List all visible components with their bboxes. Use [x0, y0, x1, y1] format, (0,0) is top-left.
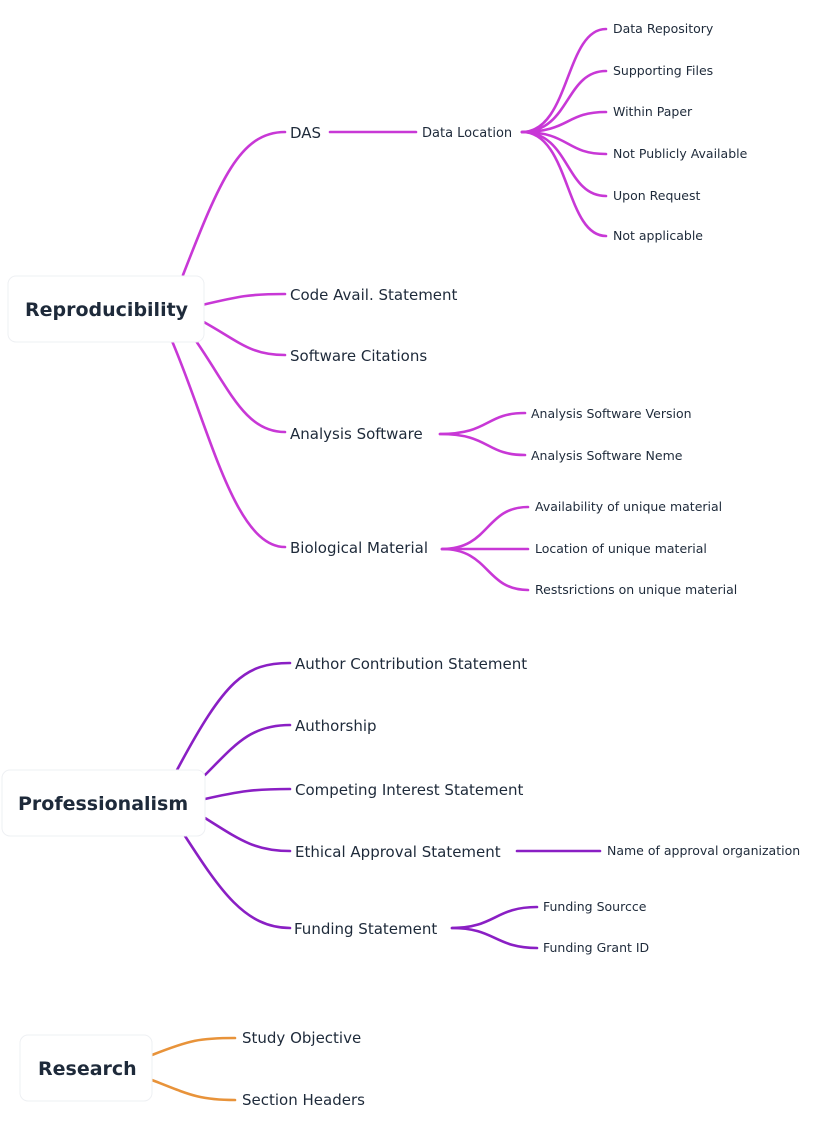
link-research-section-headers: [150, 1078, 237, 1102]
node-data-location-item[interactable]: Not Publicly Available: [613, 146, 748, 161]
node-ethical-approval-statement[interactable]: Ethical Approval Statement: [295, 843, 501, 861]
root-node-research[interactable]: Research: [19, 1034, 153, 1102]
link-pro-competing: [203, 787, 292, 801]
node-data-location-item[interactable]: Not applicable: [613, 228, 703, 243]
node-software-citations[interactable]: Software Citations: [290, 347, 427, 365]
link-pro-ethical: [203, 816, 292, 853]
link-analysis-1: [438, 411, 527, 436]
node-funding-statement[interactable]: Funding Statement: [294, 920, 437, 938]
node-analysis-software[interactable]: Analysis Software: [290, 425, 423, 443]
root-label: Research: [38, 1058, 137, 1080]
root-node-professionalism[interactable]: Professionalism: [1, 769, 206, 837]
root-label: Professionalism: [18, 793, 188, 815]
node-funding-item[interactable]: Funding Grant ID: [543, 940, 649, 955]
link-funding-2: [450, 926, 539, 950]
link-repro-analysis: [194, 339, 287, 434]
node-data-location-item[interactable]: Data Repository: [613, 21, 714, 36]
node-funding-item[interactable]: Funding Sourcce: [543, 899, 647, 914]
node-competing-interest-statement[interactable]: Competing Interest Statement: [295, 781, 523, 799]
node-biological-material-item[interactable]: Restsrictions on unique material: [535, 582, 737, 597]
node-biological-material[interactable]: Biological Material: [290, 539, 428, 557]
node-approval-organization[interactable]: Name of approval organization: [607, 843, 800, 858]
link-funding-1: [450, 905, 539, 930]
node-data-location-item[interactable]: Supporting Files: [613, 63, 713, 78]
link-bio-1: [440, 505, 530, 551]
link-repro-software-citations: [200, 319, 287, 357]
link-bio-3: [440, 547, 530, 592]
node-analysis-software-item[interactable]: Analysis Software Version: [531, 406, 692, 421]
link-pro-authorship: [203, 723, 292, 777]
node-study-objective[interactable]: Study Objective: [242, 1029, 361, 1047]
link-repro-das: [181, 130, 287, 277]
link-pro-author-contribution: [175, 661, 292, 772]
link-research-study-objective: [150, 1036, 237, 1057]
link-dataloc-2: [520, 69, 608, 134]
node-analysis-software-item[interactable]: Analysis Software Neme: [531, 448, 683, 463]
link-dataloc-6: [520, 130, 608, 238]
link-dataloc-1: [520, 27, 608, 134]
node-author-contribution-statement[interactable]: Author Contribution Statement: [295, 655, 527, 673]
link-repro-code: [200, 292, 287, 307]
node-authorship[interactable]: Authorship: [295, 717, 377, 735]
node-biological-material-item[interactable]: Availability of unique material: [535, 499, 722, 514]
root-label: Reproducibility: [25, 299, 189, 321]
node-biological-material-item[interactable]: Location of unique material: [535, 541, 707, 556]
link-repro-biological: [170, 339, 287, 549]
root-node-box: [1, 769, 206, 837]
root-node-box: [7, 275, 205, 343]
node-section-headers[interactable]: Section Headers: [242, 1091, 365, 1109]
link-analysis-2: [438, 432, 527, 457]
node-das[interactable]: DAS: [290, 124, 321, 142]
node-data-location[interactable]: Data Location: [422, 126, 512, 141]
root-node-box: [19, 1034, 153, 1102]
connector-lines: [150, 27, 608, 1102]
node-data-location-item[interactable]: Upon Request: [613, 188, 701, 203]
root-node-reproducibility[interactable]: Reproducibility: [7, 275, 205, 343]
link-pro-funding: [183, 834, 292, 930]
node-code-avail-statement[interactable]: Code Avail. Statement: [290, 286, 458, 304]
link-dataloc-3: [520, 110, 608, 134]
node-data-location-item[interactable]: Within Paper: [613, 104, 693, 119]
